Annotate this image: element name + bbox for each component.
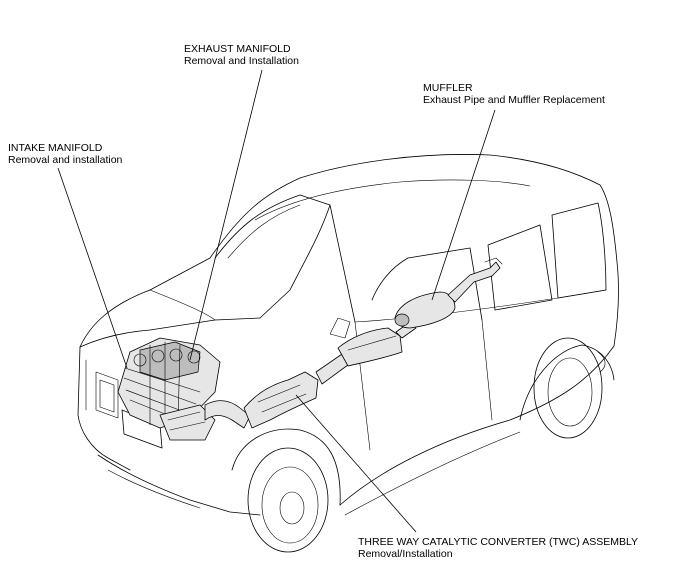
callout-exhaust-manifold-subtitle: Removal and Installation xyxy=(184,55,299,67)
engine-assembly xyxy=(117,337,221,441)
callout-intake-manifold[interactable]: INTAKE MANIFOLD Removal and installation xyxy=(8,142,122,166)
leader-muffler xyxy=(431,109,496,301)
leader-exhaust-manifold xyxy=(189,69,263,361)
callout-twc-subtitle: Removal/Installation xyxy=(358,548,453,560)
vehicle-body xyxy=(77,154,619,553)
exhaust-system xyxy=(204,257,503,429)
callout-intake-manifold-subtitle: Removal and installation xyxy=(8,154,123,166)
callout-exhaust-manifold-title: EXHAUST MANIFOLD xyxy=(184,43,291,55)
callout-muffler-subtitle: Exhaust Pipe and Muffler Replacement xyxy=(423,94,605,106)
callout-intake-manifold-title: INTAKE MANIFOLD xyxy=(8,142,103,154)
callout-muffler[interactable]: MUFFLER Exhaust Pipe and Muffler Replace… xyxy=(423,82,605,106)
callout-twc-title: THREE WAY CATALYTIC CONVERTER (TWC) ASSE… xyxy=(358,536,639,548)
callout-muffler-title: MUFFLER xyxy=(423,82,473,94)
leader-intake-manifold xyxy=(57,167,128,369)
leader-twc xyxy=(295,394,417,533)
callout-exhaust-manifold[interactable]: EXHAUST MANIFOLD Removal and Installatio… xyxy=(184,43,299,67)
callout-twc[interactable]: THREE WAY CATALYTIC CONVERTER (TWC) ASSE… xyxy=(358,536,638,560)
